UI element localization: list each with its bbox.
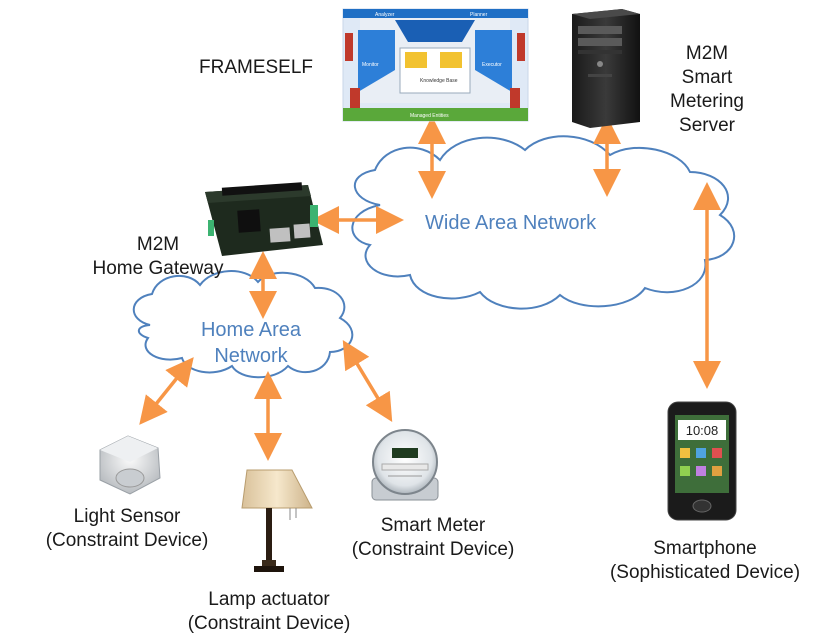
- server-label-line2: Smart: [681, 67, 733, 88]
- frameself-monitor: Monitor: [362, 62, 379, 68]
- frameself-executor: Executor: [482, 62, 502, 68]
- gateway-label-line2: Home Gateway: [92, 258, 224, 279]
- gateway-label: M2M Home Gateway: [88, 233, 228, 281]
- han-label-line1: Home Area: [200, 319, 302, 341]
- gateway-label-line1: M2M: [136, 234, 180, 255]
- smartphone-label: Smartphone (Sophisticated Device): [600, 537, 810, 585]
- smart-meter-label: Smart Meter (Constraint Device): [328, 514, 538, 562]
- arrow-han-meter: [342, 340, 393, 422]
- smartphone-label-line1: Smartphone: [653, 538, 757, 559]
- han-label: Home Area Network: [186, 317, 316, 369]
- frameself-planner: Planner: [470, 12, 488, 18]
- server-label-line1: M2M: [685, 43, 729, 64]
- wan-cloud: [351, 135, 736, 310]
- smart-meter-image: [371, 429, 439, 501]
- smartphone-image: 10:08: [667, 401, 737, 521]
- smart-meter-label-line2: (Constraint Device): [351, 539, 515, 560]
- han-label-line2: Network: [214, 345, 288, 367]
- server-tower-image: [572, 9, 640, 128]
- lamp-label-line2: (Constraint Device): [187, 613, 351, 634]
- smartphone-label-line2: (Sophisticated Device): [609, 562, 801, 583]
- server-label-line3: Metering: [670, 91, 744, 112]
- light-sensor-label-line2: (Constraint Device): [45, 530, 209, 551]
- arrow-han-lightsensor: [139, 357, 194, 425]
- frameself-knowledge: Knowledge Base: [420, 78, 458, 84]
- phone-clock: 10:08: [686, 423, 719, 438]
- lamp-image: [241, 469, 313, 572]
- server-label-line4: Server: [679, 115, 735, 136]
- light-sensor-label: Light Sensor (Constraint Device): [27, 505, 227, 553]
- lamp-label: Lamp actuator (Constraint Device): [164, 588, 374, 636]
- frameself-managed: Managed Entities: [410, 113, 449, 119]
- server-label: M2M Smart Metering Server: [652, 42, 762, 138]
- frameself-analyzer: Analyzer: [375, 12, 395, 18]
- smart-meter-label-line1: Smart Meter: [380, 515, 486, 536]
- frameself-label: FRAMESELF: [199, 57, 314, 78]
- light-sensor-label-line1: Light Sensor: [73, 506, 181, 527]
- lamp-label-line1: Lamp actuator: [208, 589, 330, 610]
- gateway-board-image: [205, 182, 323, 256]
- light-sensor-image: [99, 435, 161, 495]
- wan-label: Wide Area Network: [425, 212, 597, 234]
- frameself-diagram: Analyzer Planner Monitor Executor Knowle…: [342, 8, 529, 122]
